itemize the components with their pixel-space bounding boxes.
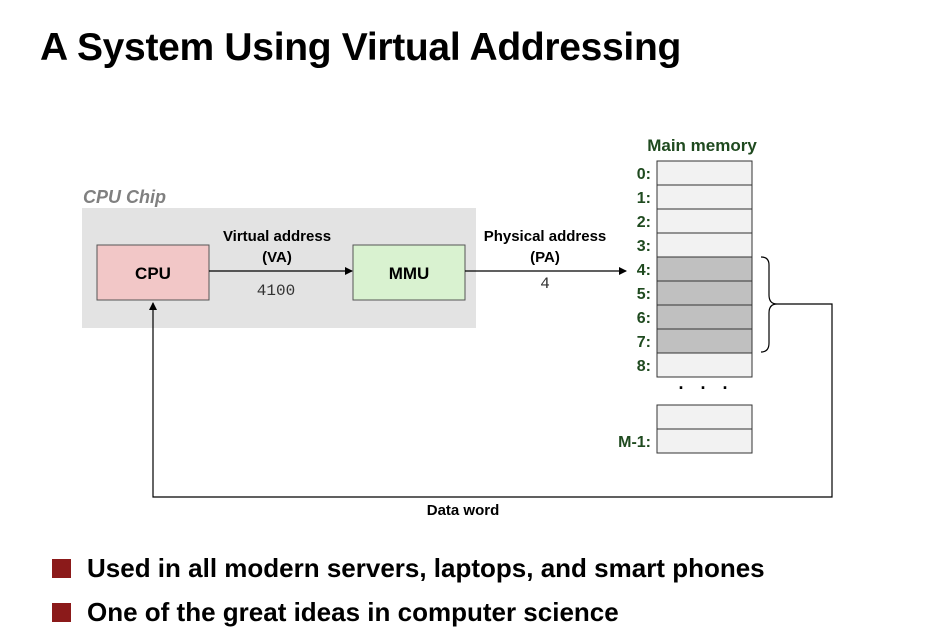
memory-row-label: 4: (637, 262, 651, 279)
mmu-box (352, 244, 466, 301)
cpu-chip-label: CPU Chip (83, 187, 166, 207)
memory-row-label: 8: (637, 358, 651, 375)
cpu-label: CPU (135, 264, 171, 283)
memory-cell (656, 232, 753, 258)
virtual-address-label: Virtual address (223, 228, 331, 245)
memory-row-label: 0: (637, 166, 651, 183)
data-word-label: Data word (427, 502, 500, 519)
memory-row-label: 7: (637, 334, 651, 351)
memory-cell (656, 256, 753, 282)
main-memory-title: Main memory (647, 136, 757, 155)
memory-row-label: 2: (637, 214, 651, 231)
memory-cell (656, 304, 753, 330)
memory-cell (656, 280, 753, 306)
memory-row-label: 5: (637, 286, 651, 303)
memory-row-label: 3: (637, 238, 651, 255)
data-word-path (149, 302, 833, 498)
slide-title: A System Using Virtual Addressing (40, 26, 681, 69)
memory-cell-last (656, 428, 753, 454)
memory-cell (656, 328, 753, 354)
memory-cell (656, 160, 753, 186)
bullet-text: One of the great ideas in computer scien… (87, 596, 619, 627)
physical-address-value: 4 (540, 275, 550, 293)
physical-address-abbr: (PA) (530, 249, 560, 266)
memory-cell (656, 208, 753, 234)
memory-ellipsis: . . . (678, 373, 733, 393)
mmu-label: MMU (389, 264, 430, 283)
memory-cell (656, 352, 753, 378)
cpu-box (96, 244, 210, 301)
memory-cell (656, 184, 753, 210)
bullet-item: One of the great ideas in computer scien… (52, 590, 765, 634)
main-memory-rows: 0: 1: 2: 3: 4: 5: 6: 7: 8: (637, 160, 753, 378)
bullet-square-icon (52, 558, 71, 578)
bullet-item: Used in all modern servers, laptops, and… (52, 546, 765, 590)
memory-last-row-label: M-1: (618, 434, 651, 451)
virtual-address-value: 4100 (257, 282, 295, 300)
bullet-list: Used in all modern servers, laptops, and… (52, 546, 765, 634)
highlighted-rows-brace (760, 256, 778, 353)
virtual-address-abbr: (VA) (262, 249, 292, 266)
memory-row-label: 1: (637, 190, 651, 207)
bullet-square-icon (52, 602, 71, 622)
memory-cell-upper (656, 404, 753, 430)
bullet-text: Used in all modern servers, laptops, and… (87, 552, 765, 583)
physical-address-label: Physical address (484, 228, 607, 245)
memory-row-label: 6: (637, 310, 651, 327)
